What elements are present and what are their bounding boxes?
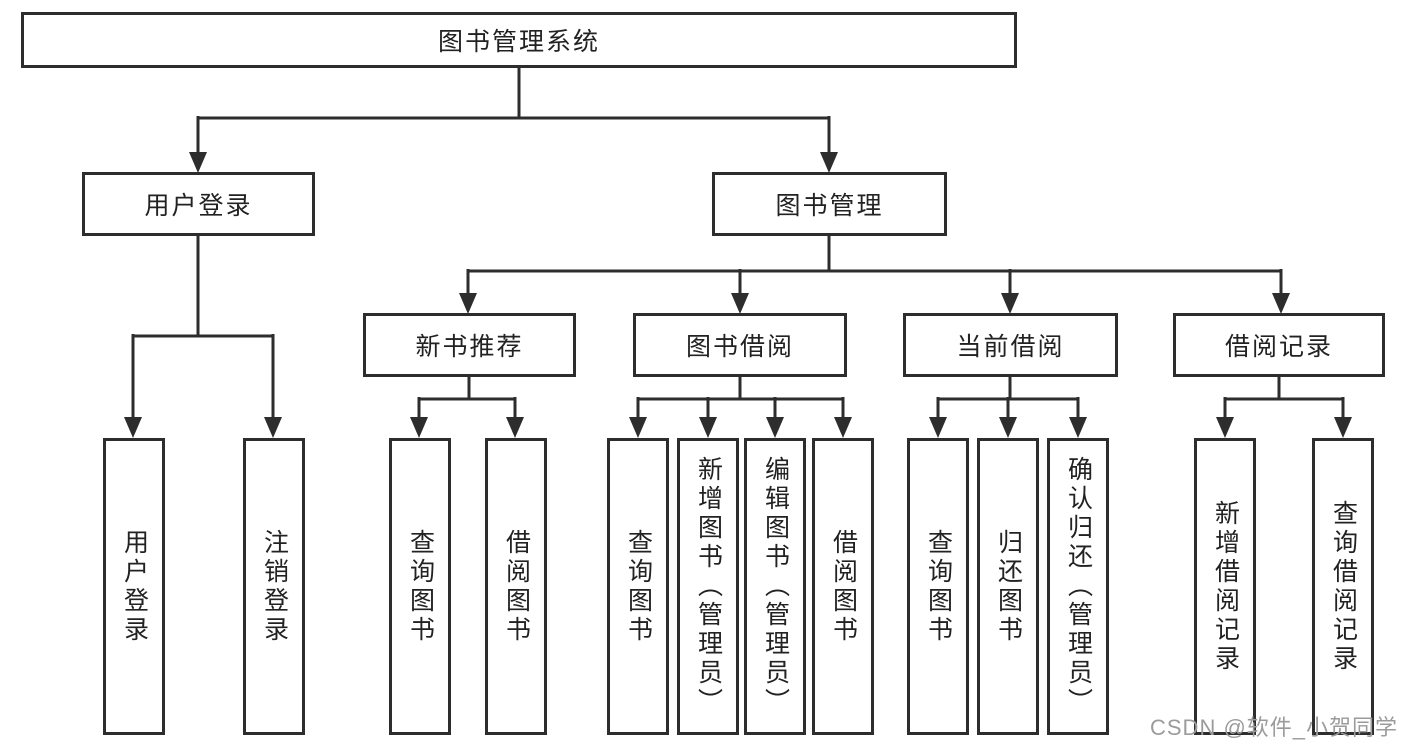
node-leaf-current-confirm-return-label: 确认归还（管理员） (1064, 456, 1093, 717)
node-leaf-borrowing-query-books-label: 查询图书 (624, 528, 653, 645)
node-leaf-logout-label: 注销登录 (260, 528, 289, 645)
node-leaf-records-add-record: 新增借阅记录 (1194, 438, 1256, 735)
node-book-borrowing-label: 图书借阅 (685, 333, 794, 361)
node-leaf-records-add-record-label: 新增借阅记录 (1211, 499, 1240, 674)
node-leaf-borrowing-add-books-label: 新增图书（管理员） (694, 456, 723, 717)
node-new-book-recommend-label: 新书推荐 (415, 333, 524, 361)
node-root: 图书管理系统 (21, 12, 1017, 68)
node-leaf-borrowing-borrow-books-label: 借阅图书 (829, 528, 858, 645)
node-leaf-current-return-books: 归还图书 (977, 438, 1039, 735)
node-leaf-logout: 注销登录 (243, 438, 305, 735)
node-leaf-recommend-query-books-label: 查询图书 (406, 528, 435, 645)
node-leaf-current-return-books-label: 归还图书 (994, 528, 1023, 645)
node-leaf-user-login-label: 用户登录 (120, 528, 149, 645)
node-leaf-borrowing-borrow-books: 借阅图书 (812, 438, 874, 735)
node-leaf-current-query-books: 查询图书 (907, 438, 969, 735)
node-book-management-label: 图书管理 (775, 192, 884, 220)
node-leaf-records-query-record-label: 查询借阅记录 (1329, 499, 1358, 674)
node-leaf-borrowing-edit-books: 编辑图书（管理员） (744, 438, 806, 735)
node-book-management: 图书管理 (712, 172, 947, 236)
csdn-watermark: CSDN @软件_小贺同学 (1150, 715, 1399, 740)
node-leaf-recommend-query-books: 查询图书 (389, 438, 451, 735)
node-user-login-label: 用户登录 (144, 192, 253, 220)
node-leaf-borrowing-add-books: 新增图书（管理员） (677, 438, 739, 735)
node-leaf-borrowing-query-books: 查询图书 (607, 438, 669, 735)
node-current-borrowing: 当前借阅 (903, 313, 1118, 377)
node-new-book-recommend: 新书推荐 (363, 313, 576, 377)
node-borrow-records: 借阅记录 (1173, 313, 1385, 377)
node-leaf-current-confirm-return: 确认归还（管理员） (1047, 438, 1109, 735)
node-leaf-current-query-books-label: 查询图书 (924, 528, 953, 645)
node-leaf-user-login: 用户登录 (103, 438, 165, 735)
node-leaf-recommend-borrow-books: 借阅图书 (485, 438, 547, 735)
node-book-borrowing: 图书借阅 (633, 313, 847, 377)
node-leaf-borrowing-edit-books-label: 编辑图书（管理员） (761, 456, 790, 717)
node-root-label: 图书管理系统 (437, 28, 600, 56)
node-user-login: 用户登录 (82, 172, 315, 236)
node-borrow-records-label: 借阅记录 (1224, 333, 1333, 361)
node-leaf-records-query-record: 查询借阅记录 (1312, 438, 1374, 735)
node-current-borrowing-label: 当前借阅 (956, 333, 1065, 361)
node-leaf-recommend-borrow-books-label: 借阅图书 (502, 528, 531, 645)
